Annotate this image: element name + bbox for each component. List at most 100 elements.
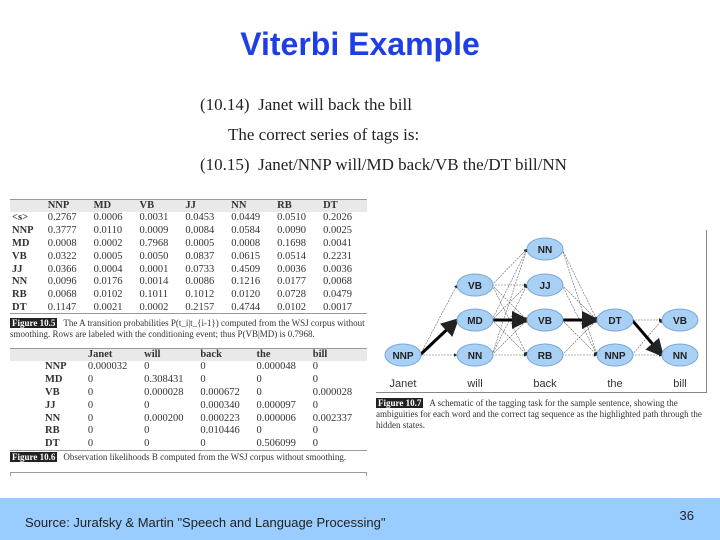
slide-title: Viterbi Example xyxy=(240,26,480,62)
row-label: JJ xyxy=(12,263,23,275)
table-cell: 0.0031 xyxy=(139,212,169,224)
column-header: NNP xyxy=(45,199,92,212)
row-label: MD xyxy=(45,374,63,386)
table-cell: 0.0728 xyxy=(277,289,307,301)
divider xyxy=(10,472,367,476)
word-label: Janet xyxy=(390,378,417,390)
table-cell: 0.000006 xyxy=(256,412,296,424)
state-node: VB xyxy=(526,308,564,332)
transition-edge xyxy=(491,248,528,286)
table-cell: 0.0510 xyxy=(277,212,307,224)
best-path-edge xyxy=(630,319,664,358)
table-cell: 0.1216 xyxy=(231,276,261,288)
table-cell: 0.506099 xyxy=(256,437,296,449)
state-label: NN xyxy=(538,245,552,256)
transition-edge xyxy=(561,284,598,321)
table-cell: 0.2026 xyxy=(323,212,352,224)
table-cell: 0.0322 xyxy=(47,250,77,262)
table-cell: 0 xyxy=(256,374,262,386)
state-label: VB xyxy=(538,316,552,327)
transition-edge xyxy=(561,248,598,356)
table-cell: 0.0102 xyxy=(277,301,307,313)
transition-edge xyxy=(491,319,528,356)
table-cell: 0.1698 xyxy=(277,237,307,249)
table-cell: 0 xyxy=(144,437,150,449)
table-cell: 0.0005 xyxy=(185,237,215,249)
table-cell: 0.000028 xyxy=(312,386,353,398)
column-header: VB xyxy=(137,199,184,212)
row-label: RB xyxy=(45,425,60,437)
state-node: NN xyxy=(661,343,699,367)
table-cell: 0 xyxy=(144,399,150,411)
table-cell: 0.4509 xyxy=(231,263,261,275)
column-header: the xyxy=(254,348,311,361)
table-cell: 0.0004 xyxy=(93,263,123,275)
table-cell: 0.2231 xyxy=(323,250,352,262)
table-cell: 0.000028 xyxy=(144,386,184,398)
table-cell: 0.2767 xyxy=(47,212,77,224)
table-cell: 0.0176 xyxy=(93,276,123,288)
table-cell: 0.4744 xyxy=(231,301,261,313)
table-cell: 0 xyxy=(87,412,94,424)
figure-label: Figure 10.5 xyxy=(10,318,58,328)
table-cell: 0.0514 xyxy=(277,250,307,262)
tagged-sentence: (10.15) Janet/NNP will/MD back/VB the/DT… xyxy=(200,155,567,174)
table-cell: 0 xyxy=(87,386,94,398)
column-header: back xyxy=(198,348,255,361)
table-cell: 0.010446 xyxy=(200,425,240,437)
table-cell: 0.0021 xyxy=(93,301,123,313)
table-cell: 0.0110 xyxy=(93,225,123,237)
table-cell: 0.7968 xyxy=(139,237,169,249)
table-cell: 0.0449 xyxy=(231,212,261,224)
state-node: RB xyxy=(526,343,564,367)
row-label: VB xyxy=(45,386,60,398)
table-cell: 0.1012 xyxy=(185,289,215,301)
table-cell: 0.002337 xyxy=(312,412,353,424)
table-cell: 0.0050 xyxy=(139,250,169,262)
table-cell: 0.0090 xyxy=(277,225,307,237)
transition-edge xyxy=(561,248,598,321)
word-label: back xyxy=(533,378,557,390)
trellis-frame xyxy=(376,230,707,393)
source-citation: Source: Jurafsky & Martin "Speech and La… xyxy=(25,515,386,530)
transition-edge xyxy=(491,248,528,356)
state-node: JJ xyxy=(526,273,564,297)
table-cell: 0.0479 xyxy=(323,289,352,301)
page-number: 36 xyxy=(679,508,694,523)
table-cell: 0.0068 xyxy=(323,276,352,288)
transition-edge xyxy=(561,319,598,356)
table-cell: 0 xyxy=(256,386,262,398)
state-node: NNP xyxy=(596,343,634,367)
state-node: MD xyxy=(456,308,494,332)
state-label: NN xyxy=(468,351,482,362)
table-cell: 0.0006 xyxy=(93,212,123,224)
column-header: NN xyxy=(229,199,276,212)
state-label: NN xyxy=(673,351,687,362)
table-cell: 0.0733 xyxy=(185,263,215,275)
word-label: the xyxy=(607,378,622,390)
word-label: will xyxy=(466,378,482,390)
row-label: NNP xyxy=(12,225,34,237)
table-cell: 0.0017 xyxy=(323,301,352,313)
table-cell: 0 xyxy=(87,437,94,449)
row-label: DT xyxy=(45,437,60,449)
column-header: JJ xyxy=(183,199,230,212)
table-cell: 0.0008 xyxy=(231,237,261,249)
row-label: RB xyxy=(12,289,27,301)
table-cell: 0.0120 xyxy=(231,289,261,301)
table-cell: 0.0102 xyxy=(93,289,123,301)
state-label: RB xyxy=(538,351,552,362)
table-cell: 0 xyxy=(256,425,262,437)
table-cell: 0 xyxy=(312,425,318,437)
column-header: bill xyxy=(310,348,367,361)
table-cell: 0.0366 xyxy=(47,263,77,275)
